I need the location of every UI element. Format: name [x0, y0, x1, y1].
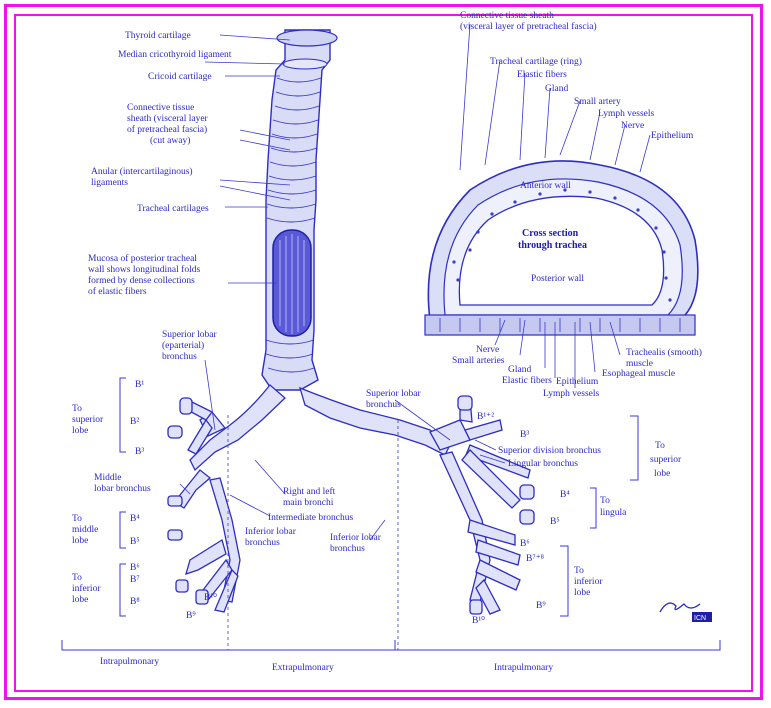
label-rb78: B⁷⁺⁸: [526, 554, 544, 564]
label-xs-anterior: Anterior wall: [520, 181, 571, 191]
label-to-sup-r-1: To: [655, 441, 665, 451]
label-xs-sheath-1: Connective tissue sheath: [460, 11, 554, 21]
label-intrapulmonary-left: Intrapulmonary: [100, 657, 159, 667]
label-b6: B⁶: [130, 563, 140, 573]
signature-logo: ICN: [660, 603, 712, 622]
label-sheath-2: sheath (visceral layer: [127, 113, 209, 124]
trachea: [262, 30, 337, 390]
label-to-middle-1: To: [72, 514, 82, 524]
label-xs-lymph-bot: Lymph vessels: [543, 389, 600, 399]
label-sup-lobar-l-3: bronchus: [162, 352, 197, 362]
label-xs-small-arteries: Small arteries: [452, 356, 505, 366]
label-thyroid-cartilage: Thyroid cartilage: [125, 31, 191, 41]
label-inf-lobar-l-2: bronchus: [245, 538, 280, 548]
label-sheath-1: Connective tissue: [127, 103, 194, 113]
label-b10: B¹⁰: [204, 592, 217, 603]
label-rb6: B⁶: [520, 539, 530, 549]
label-to-inf-r-3: lobe: [574, 588, 590, 598]
label-xs-epithelium-top: Epithelium: [651, 131, 694, 141]
label-xs-gland-top: Gland: [545, 84, 568, 94]
labels-right: B¹⁺² B³ Superior division bronchus Lingu…: [472, 412, 682, 626]
label-to-sup-l-1: To: [72, 404, 82, 414]
label-to-inf-l-1: To: [72, 573, 82, 583]
label-cricothyroid: Median cricothyroid ligament: [118, 50, 232, 60]
label-to-sup-r-3: lobe: [654, 469, 670, 479]
label-rb5: B⁵: [550, 517, 560, 527]
label-xs-elastic-top: Elastic fibers: [517, 69, 567, 80]
signature-mark: ICN: [694, 615, 706, 622]
label-sup-lobar-l-1: Superior lobar: [162, 330, 217, 340]
label-mucosa-3: formed by dense collections: [88, 275, 195, 286]
label-xs-posterior: Posterior wall: [531, 274, 584, 284]
label-sup-division: Superior division bronchus: [498, 446, 601, 456]
label-to-inf-l-3: lobe: [72, 595, 88, 605]
label-xs-trachealis-1: Trachealis (smooth): [626, 347, 702, 358]
label-to-middle-3: lobe: [72, 536, 88, 546]
label-sheath-4: (cut away): [150, 135, 190, 146]
label-intermediate: Intermediate bronchus: [268, 513, 354, 523]
label-b5: B⁵: [130, 537, 140, 547]
label-sup-lobar-l-2: (eparterial): [162, 340, 204, 351]
label-rb9: B⁹: [536, 601, 546, 611]
label-inf-lobar-l-1: Inferior lobar: [245, 526, 297, 537]
label-inf-lobar-r-1: Inferior lobar: [330, 532, 382, 543]
label-to-middle-2: middle: [72, 525, 98, 535]
label-mucosa-2: wall shows longitudinal folds: [88, 264, 200, 275]
label-b8: B⁸: [130, 597, 140, 607]
label-to-lingula-1: To: [600, 496, 610, 506]
label-mucosa-1: Mucosa of posterior tracheal: [88, 253, 197, 264]
label-xs-sheath-2: (visceral layer of pretracheal fascia): [460, 21, 597, 32]
label-rb10: B¹⁰: [472, 615, 485, 626]
label-middle-lobar-1: Middle: [94, 473, 121, 483]
label-main-bronchi-2: main bronchi: [283, 498, 334, 508]
labels-left: Thyroid cartilage Median cricothyroid li…: [72, 31, 232, 621]
label-b9: B⁹: [186, 611, 196, 621]
label-to-lingula-2: lingula: [600, 508, 627, 518]
label-b1: B¹: [135, 380, 144, 390]
label-anular-1: Anular (intercartilaginous): [91, 166, 193, 177]
label-rb12: B¹⁺²: [477, 412, 494, 422]
label-xs-nerve-bot: Nerve: [476, 345, 499, 355]
label-lingular: Lingular bronchus: [508, 459, 578, 469]
label-sup-lobar-r-1: Superior lobar: [366, 389, 421, 399]
label-to-inf-l-2: inferior: [72, 583, 101, 594]
label-extrapulmonary: Extrapulmonary: [272, 663, 334, 673]
label-b3: B³: [135, 447, 144, 457]
label-to-sup-l-3: lobe: [72, 426, 88, 436]
label-rb3: B³: [520, 430, 529, 440]
label-xs-cartilage: Tracheal cartilage (ring): [490, 56, 582, 67]
label-xs-small-artery: Small artery: [574, 97, 621, 107]
label-sheath-3: of pretracheal fascia): [127, 124, 207, 135]
label-intrapulmonary-right: Intrapulmonary: [494, 663, 553, 673]
label-tracheal-cartilages: Tracheal cartilages: [137, 204, 209, 214]
label-xs-gland-bot: Gland: [508, 365, 531, 375]
label-b4: B⁴: [130, 514, 140, 524]
label-main-bronchi-1: Right and left: [283, 486, 336, 497]
label-xs-trachealis-2: muscle: [626, 359, 653, 369]
label-cricoid: Cricoid cartilage: [148, 72, 212, 82]
label-to-sup-r-2: superior: [650, 455, 682, 465]
label-xs-esophageal: Esophageal muscle: [602, 369, 675, 379]
label-sup-lobar-r-2: bronchus: [366, 400, 401, 410]
label-middle-lobar-2: lobar bronchus: [94, 484, 151, 494]
label-inf-lobar-r-2: bronchus: [330, 544, 365, 554]
label-b2: B²: [130, 417, 139, 427]
label-xs-epithelium-bot: Epithelium: [556, 377, 599, 387]
label-xs-elastic-bot: Elastic fibers: [502, 375, 552, 386]
label-mucosa-4: of elastic fibers: [88, 286, 147, 297]
label-xs-lymph-top: Lymph vessels: [598, 109, 655, 119]
label-xs-title-1: Cross section: [522, 228, 579, 239]
label-to-inf-r-1: To: [574, 566, 584, 576]
label-to-inf-r-2: inferior: [574, 576, 603, 587]
label-xs-nerve-top: Nerve: [621, 121, 644, 131]
label-to-sup-l-2: superior: [72, 415, 104, 425]
label-rb4: B⁴: [560, 490, 570, 500]
label-xs-title-2: through trachea: [518, 240, 587, 251]
label-b7: B⁷: [130, 575, 140, 585]
label-anular-2: ligaments: [91, 178, 128, 188]
